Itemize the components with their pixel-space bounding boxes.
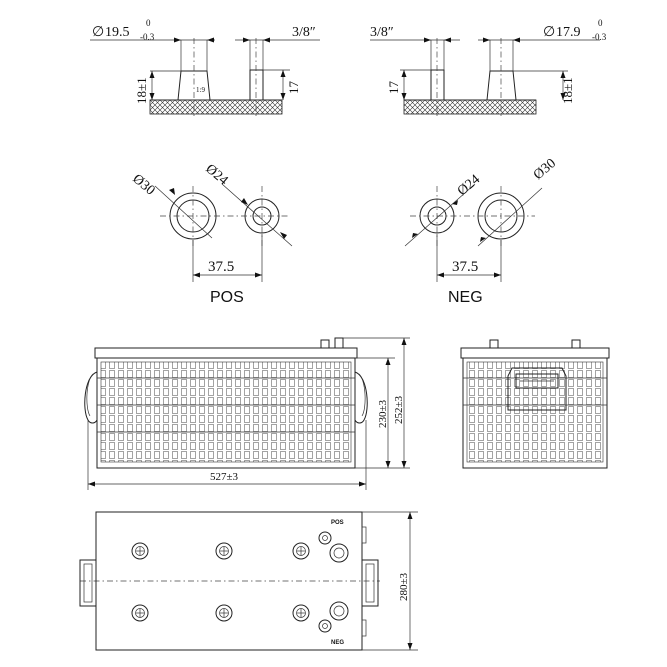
pos-terminal-detail: 1:9 ∅ 19.5 0 -0.3 3/8″ 18±1 17 (90, 18, 320, 118)
side-carry-handle (507, 367, 567, 411)
neg-spacing-label: 37.5 (452, 259, 478, 275)
front-terminal-left (320, 339, 330, 349)
vent-cap (292, 604, 310, 622)
vent-cap (292, 542, 310, 560)
side-terminal-left (489, 339, 499, 349)
front-body (96, 357, 356, 469)
neg-label: NEG (448, 289, 483, 306)
neg-tol-upper: 0 (598, 18, 603, 28)
pos-side-height-label: 17 (286, 81, 301, 95)
vent-cap (215, 604, 233, 622)
plan-neg-terminal (318, 601, 349, 633)
plan-width-label: 280±3 (398, 572, 410, 601)
front-lid (94, 347, 358, 359)
pos-side-post (249, 69, 264, 101)
pos-diameter-value: 19.5 (105, 25, 130, 40)
battery-plan-view: POS NEG 280±3 (79, 511, 418, 651)
plan-neg-marking: NEG (331, 640, 344, 646)
side-lid (460, 347, 610, 359)
battery-side-view (460, 339, 610, 469)
neg-outer-diameter-label: Ø30 (531, 156, 559, 183)
neg-terminal-detail: 3/8″ ∅ 17.9 0 -0.3 17 18±1 (370, 18, 607, 118)
neg-diameter-value: 17.9 (556, 25, 581, 40)
plan-handle-left (79, 559, 97, 607)
neg-side-height-label: 17 (386, 81, 401, 95)
pos-taper-label: 1:9 (196, 86, 205, 94)
side-terminal-right (571, 339, 581, 349)
neg-taper-post (486, 70, 517, 101)
pos-tol-lower: -0.3 (140, 32, 155, 42)
plan-pos-marking: POS (331, 520, 344, 526)
battery-front-view: 230±3 252±3 527±3 (84, 337, 410, 490)
vent-cap (131, 542, 149, 560)
pos-spacing-label: 37.5 (208, 259, 234, 275)
side-body (462, 357, 608, 469)
neg-height-label: 18±1 (560, 77, 575, 104)
plan-handle-right (361, 559, 379, 607)
neg-inner-diameter-label: Ø24 (455, 172, 483, 199)
front-height-total-label: 252±3 (393, 395, 405, 424)
pos-height-label: 18±1 (134, 77, 149, 104)
neg-tol-lower: -0.3 (592, 32, 607, 42)
vent-cap (215, 542, 233, 560)
front-rib-pattern (100, 361, 352, 463)
neg-terminal-top-view: Ø24 Ø30 37.5 NEG (404, 156, 559, 306)
neg-base-hatch (403, 99, 537, 115)
plan-pos-terminal (318, 531, 349, 563)
pos-terminal-top-view: Ø30 Ø24 37.5 POS (129, 162, 293, 306)
front-length-label: 527±3 (210, 471, 239, 483)
neg-side-post-label: 3/8″ (370, 25, 394, 40)
neg-side-post (430, 69, 445, 101)
pos-tol-upper: 0 (146, 18, 151, 28)
side-rib-pattern (466, 361, 604, 463)
neg-diameter-symbol: ∅ (543, 25, 555, 40)
pos-base-hatch (149, 99, 283, 115)
pos-inner-diameter-label: Ø24 (202, 162, 230, 189)
front-terminal-right (334, 337, 344, 349)
front-height-body-label: 230±3 (377, 399, 389, 428)
pos-outer-diameter-label: Ø30 (129, 172, 157, 199)
pos-side-post-label: 3/8″ (292, 25, 316, 40)
vent-cap (131, 604, 149, 622)
pos-diameter-symbol: ∅ (92, 25, 104, 40)
pos-label: POS (210, 289, 244, 306)
